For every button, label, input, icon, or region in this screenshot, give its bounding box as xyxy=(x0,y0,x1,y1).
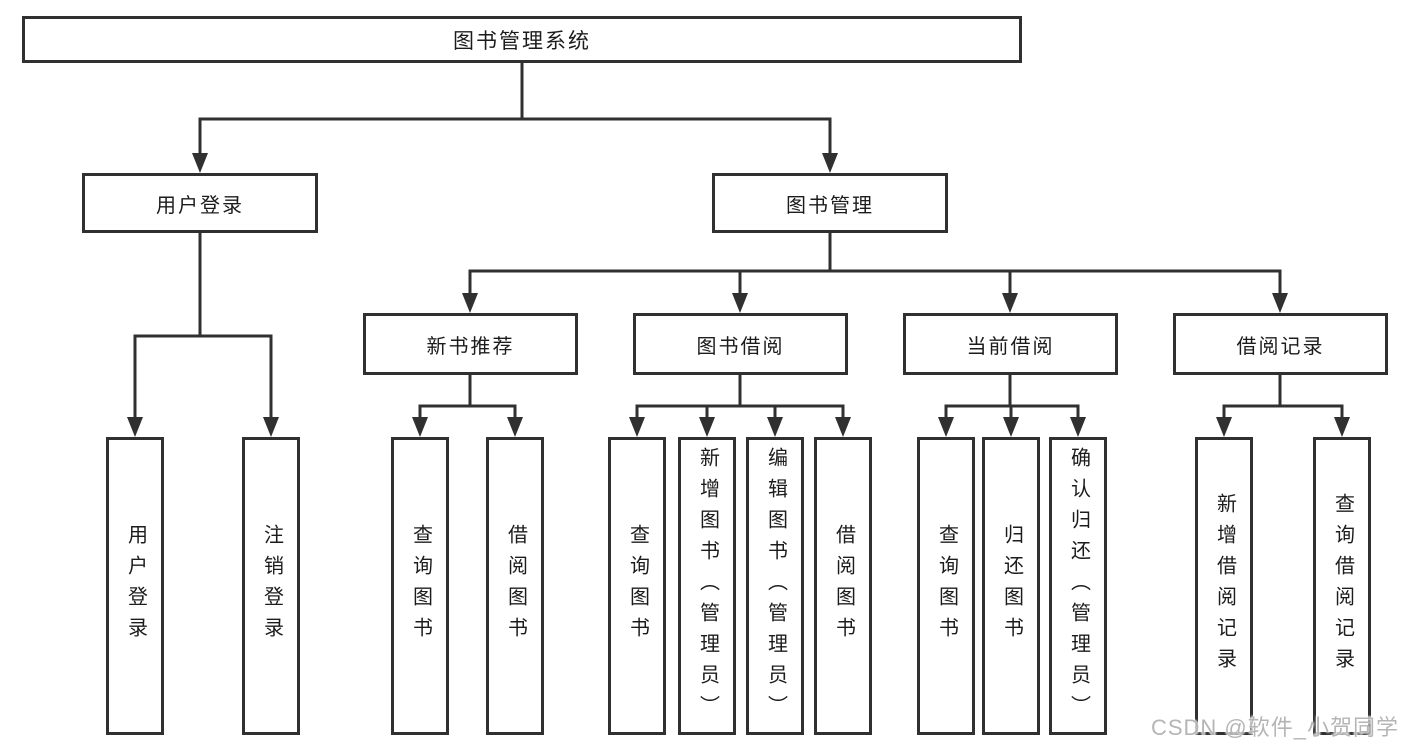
node-user-login: 用户登录 xyxy=(82,173,318,233)
connector-new-book-recommend xyxy=(412,375,523,437)
arrow-head xyxy=(629,417,851,437)
node-borrow-records: 借阅记录 xyxy=(1173,313,1388,375)
connector-line xyxy=(468,233,1282,296)
leaf-query-books-1-label: 查询图书 xyxy=(409,524,432,648)
leaf-add-borrow-record-label: 新增借阅记录 xyxy=(1213,493,1236,679)
leaf-add-book-admin: 新增图书（管理员） xyxy=(678,437,736,735)
leaf-borrow-books-2: 借阅图书 xyxy=(814,437,872,735)
connector-book-management xyxy=(462,233,1288,313)
leaf-query-books-1: 查询图书 xyxy=(391,437,449,735)
node-new-book-recommend-label: 新书推荐 xyxy=(426,335,515,358)
arrow-head xyxy=(938,417,1086,437)
connector-borrow-records xyxy=(1216,375,1350,437)
leaf-return-book-label: 归还图书 xyxy=(1000,524,1023,648)
leaf-borrow-books-1-label: 借阅图书 xyxy=(504,524,527,648)
leaf-borrow-books-1: 借阅图书 xyxy=(486,437,544,735)
leaf-logout-label: 注销登录 xyxy=(260,524,283,648)
connector-current-borrow xyxy=(938,375,1086,437)
leaf-edit-book-admin-label: 编辑图书（管理员） xyxy=(764,446,787,726)
leaf-borrow-books-2-label: 借阅图书 xyxy=(832,524,855,648)
connector-line xyxy=(1222,375,1344,419)
leaf-edit-book-admin: 编辑图书（管理员） xyxy=(746,437,804,735)
node-borrow-records-label: 借阅记录 xyxy=(1236,335,1325,358)
leaf-add-book-admin-label: 新增图书（管理员） xyxy=(696,446,719,726)
arrow-head xyxy=(462,293,1288,313)
arrow-head xyxy=(192,153,838,173)
arrow-head xyxy=(412,417,523,437)
connector-book-borrow xyxy=(629,375,851,437)
leaf-user-login: 用户登录 xyxy=(106,437,164,735)
connector-root xyxy=(192,63,838,173)
node-book-management: 图书管理 xyxy=(712,173,948,233)
leaf-user-login-label: 用户登录 xyxy=(124,524,147,648)
connector-line xyxy=(198,63,832,156)
csdn-watermark: CSDN @软件_小贺同学 xyxy=(1150,715,1399,740)
leaf-return-book: 归还图书 xyxy=(982,437,1040,735)
connector-line xyxy=(418,375,517,419)
node-current-borrow: 当前借阅 xyxy=(903,313,1118,375)
node-current-borrow-label: 当前借阅 xyxy=(966,335,1055,358)
node-root: 图书管理系统 xyxy=(22,16,1022,63)
node-book-borrow-label: 图书借阅 xyxy=(696,335,785,358)
leaf-query-books-2: 查询图书 xyxy=(608,437,666,735)
leaf-logout: 注销登录 xyxy=(242,437,300,735)
connector-line xyxy=(944,375,1080,419)
connector-user-login xyxy=(127,233,279,437)
connector-line xyxy=(133,233,273,419)
leaf-add-borrow-record: 新增借阅记录 xyxy=(1195,437,1253,735)
leaf-query-borrow-record-label: 查询借阅记录 xyxy=(1331,493,1354,679)
leaf-query-borrow-record: 查询借阅记录 xyxy=(1313,437,1371,735)
node-book-management-label: 图书管理 xyxy=(786,194,874,217)
connector-line xyxy=(635,375,845,419)
leaf-confirm-return-admin: 确认归还（管理员） xyxy=(1049,437,1107,735)
arrow-head xyxy=(127,417,279,437)
arrow-head xyxy=(1216,417,1350,437)
node-book-borrow: 图书借阅 xyxy=(633,313,848,375)
node-root-label: 图书管理系统 xyxy=(453,29,591,53)
leaf-query-books-3: 查询图书 xyxy=(917,437,975,735)
node-user-login-label: 用户登录 xyxy=(156,194,244,217)
leaf-query-books-3-label: 查询图书 xyxy=(935,524,958,648)
leaf-confirm-return-admin-label: 确认归还（管理员） xyxy=(1067,446,1090,726)
node-new-book-recommend: 新书推荐 xyxy=(363,313,578,375)
leaf-query-books-2-label: 查询图书 xyxy=(626,524,649,648)
